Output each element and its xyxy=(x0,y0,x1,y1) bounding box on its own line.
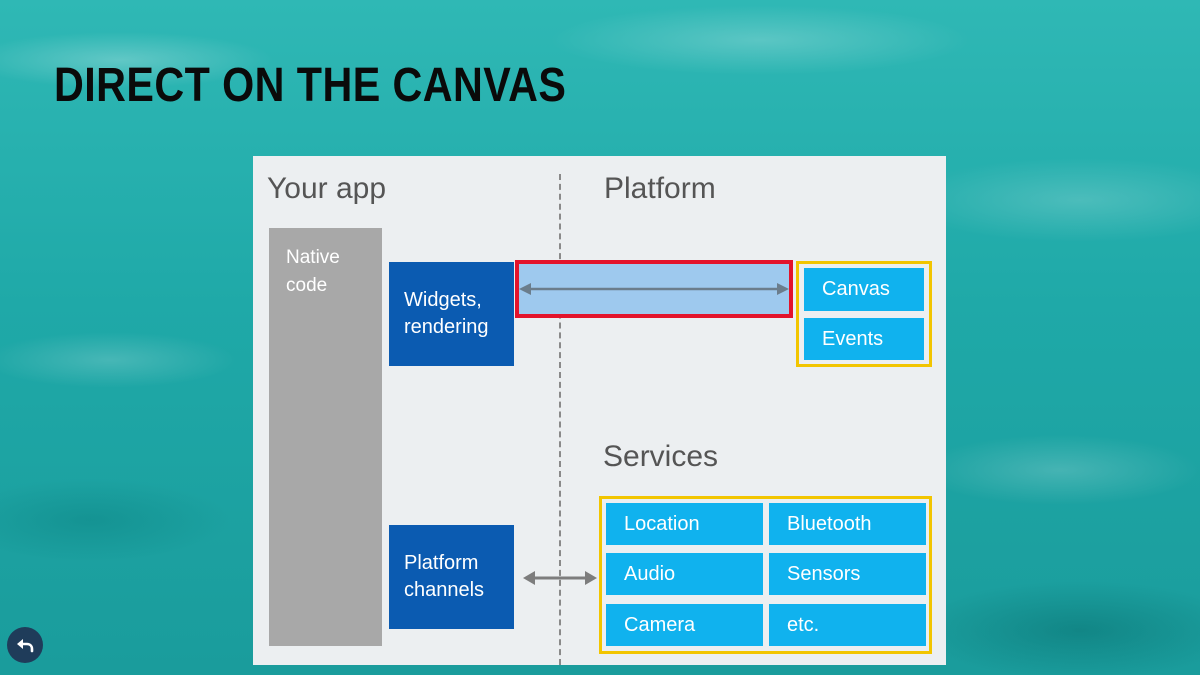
platform-channels-label: Platform channels xyxy=(404,552,485,601)
diagram-panel: Your app Platform Native code Widgets, r… xyxy=(253,156,946,665)
platform-channels-box: Platform channels xyxy=(389,525,514,629)
services-frame xyxy=(599,496,932,654)
widgets-rendering-label: Widgets, rendering xyxy=(404,289,489,338)
services-label: Services xyxy=(603,440,719,473)
audio-cell: Audio xyxy=(606,553,763,595)
platform-frame xyxy=(796,261,932,367)
back-arrow-icon xyxy=(17,639,34,653)
widgets-rendering-box: Widgets, rendering xyxy=(389,262,514,366)
canvas-cell: Canvas xyxy=(804,268,924,311)
sensors-cell: Sensors xyxy=(769,553,926,595)
audio-label: Audio xyxy=(624,562,676,585)
bluetooth-label: Bluetooth xyxy=(787,512,872,535)
your-app-label: Your app xyxy=(267,172,387,205)
channels-arrow xyxy=(523,571,597,585)
canvas-label: Canvas xyxy=(822,278,890,300)
native-code-block: Native code xyxy=(269,228,382,646)
camera-label: Camera xyxy=(624,613,696,636)
events-label: Events xyxy=(822,327,884,350)
divider-line xyxy=(559,174,561,665)
location-cell: Location xyxy=(606,503,763,545)
bluetooth-cell: Bluetooth xyxy=(769,503,926,545)
sensors-label: Sensors xyxy=(787,562,861,585)
etc-cell: etc. xyxy=(769,604,926,646)
etc-label: etc. xyxy=(787,613,820,636)
canvas-arrow xyxy=(519,283,789,295)
back-button[interactable] xyxy=(7,627,43,663)
native-code-label: Native code xyxy=(286,247,340,296)
platform-label: Platform xyxy=(604,172,716,205)
slide-title: DIRECT ON THE CANVAS xyxy=(54,59,567,112)
camera-cell: Camera xyxy=(606,604,763,646)
events-cell: Events xyxy=(804,318,924,360)
location-label: Location xyxy=(624,512,700,535)
